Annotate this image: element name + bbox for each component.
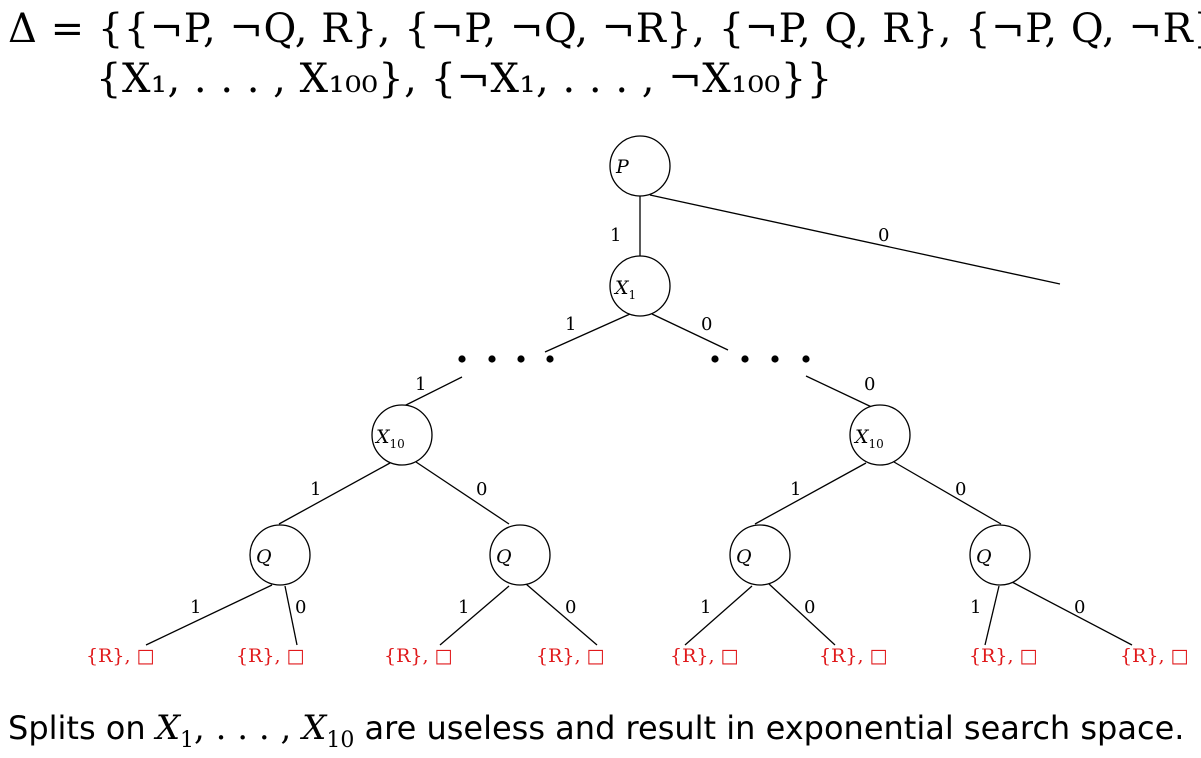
edge-q3-leaf5: [684, 585, 753, 646]
edge-x1-right: [651, 313, 729, 351]
node-q4-label: Q: [976, 546, 992, 568]
search-tree-diagram: P X1 X10 X10 Q Q Q Q 1 0 1 0 1 0 1 0 1 0…: [86, 135, 1189, 667]
edge-q1-leaf1: [145, 584, 273, 646]
node-x10-left-label: X10: [374, 426, 405, 451]
edge-label-q4-1: 1: [970, 597, 981, 618]
edge-q4-leaf8: [1011, 581, 1133, 646]
edge-p-right: [649, 194, 1061, 285]
leaf-6: {R}, □: [819, 645, 888, 667]
node-q2: [489, 524, 551, 586]
leaf-1: {R}, □: [86, 645, 155, 667]
edge-label-x10l-in: 1: [415, 374, 426, 395]
leaf-7: {R}, □: [969, 645, 1038, 667]
edge-label-q1-1: 1: [190, 597, 201, 618]
node-x10-right: [849, 404, 911, 466]
edge-x10r-q4: [893, 461, 1002, 525]
node-q4: [969, 524, 1031, 586]
leaf-3: {R}, □: [384, 645, 453, 667]
node-p: [609, 135, 671, 197]
caption: Splits on X1, . . . , X10 are useless an…: [8, 708, 1184, 753]
caption-after: are useless and result in exponential se…: [354, 709, 1185, 747]
edge-q1-leaf2: [284, 585, 298, 646]
edge-label-p-1: 1: [610, 225, 621, 246]
edge-x10l-q1: [278, 462, 391, 525]
caption-middle: , . . . ,: [194, 708, 303, 748]
edge-q3-leaf6: [768, 583, 836, 646]
node-q3: [729, 524, 791, 586]
caption-var1: X1: [155, 708, 195, 753]
node-x1-label: X1: [613, 277, 636, 302]
caption-before: Splits on: [8, 709, 156, 747]
leaf-2: {R}, □: [236, 645, 305, 667]
node-q1-label: Q: [256, 546, 272, 568]
edge-label-q2-0: 0: [565, 597, 576, 618]
edge-q2-leaf4: [525, 583, 598, 646]
edge-x10l-q2: [415, 461, 510, 525]
node-q2-label: Q: [496, 546, 512, 568]
edge-label-q1-0: 0: [295, 597, 306, 618]
edge-label-q3-0: 0: [804, 597, 815, 618]
node-x10-left: [371, 404, 433, 466]
edge-q2-leaf3: [439, 585, 510, 646]
edge-dots-x10-right: [805, 375, 879, 411]
edge-label-x1-1: 1: [565, 314, 576, 335]
leaf-5: {R}, □: [670, 645, 739, 667]
edge-label-x1-0: 0: [701, 314, 712, 335]
edge-label-x10r-in: 0: [864, 374, 875, 395]
node-q1: [249, 524, 311, 586]
node-p-label: P: [615, 156, 630, 178]
edge-label-x10l-1: 1: [310, 479, 321, 500]
edge-label-q2-1: 1: [458, 597, 469, 618]
leaf-8: {R}, □: [1120, 645, 1189, 667]
ellipsis-left: [458, 355, 554, 363]
edge-x1-left: [544, 313, 631, 353]
node-x1: [609, 255, 671, 317]
edge-label-p-0: 0: [878, 225, 889, 246]
edge-label-q3-1: 1: [700, 597, 711, 618]
caption-var2: X10: [302, 708, 355, 753]
edge-label-q4-0: 0: [1074, 597, 1085, 618]
leaf-4: {R}, □: [536, 645, 605, 667]
edge-label-x10r-0: 0: [955, 479, 966, 500]
edge-dots-x10-left: [395, 376, 463, 411]
edge-x10r-q3: [754, 462, 867, 525]
formula-line-2: {X₁, . . . , X₁₀₀}, {¬X₁, . . . , ¬X₁₀₀}…: [96, 56, 833, 102]
edge-label-x10r-1: 1: [790, 479, 801, 500]
edge-label-x10l-0: 0: [476, 479, 487, 500]
ellipsis-right: [711, 355, 810, 363]
node-x10-right-label: X10: [853, 426, 884, 451]
node-q3-label: Q: [736, 546, 752, 568]
formula-line-1: Δ = {{¬P, ¬Q, R}, {¬P, ¬Q, ¬R}, {¬P, Q, …: [8, 6, 1201, 52]
edge-q4-leaf7: [984, 585, 1000, 646]
